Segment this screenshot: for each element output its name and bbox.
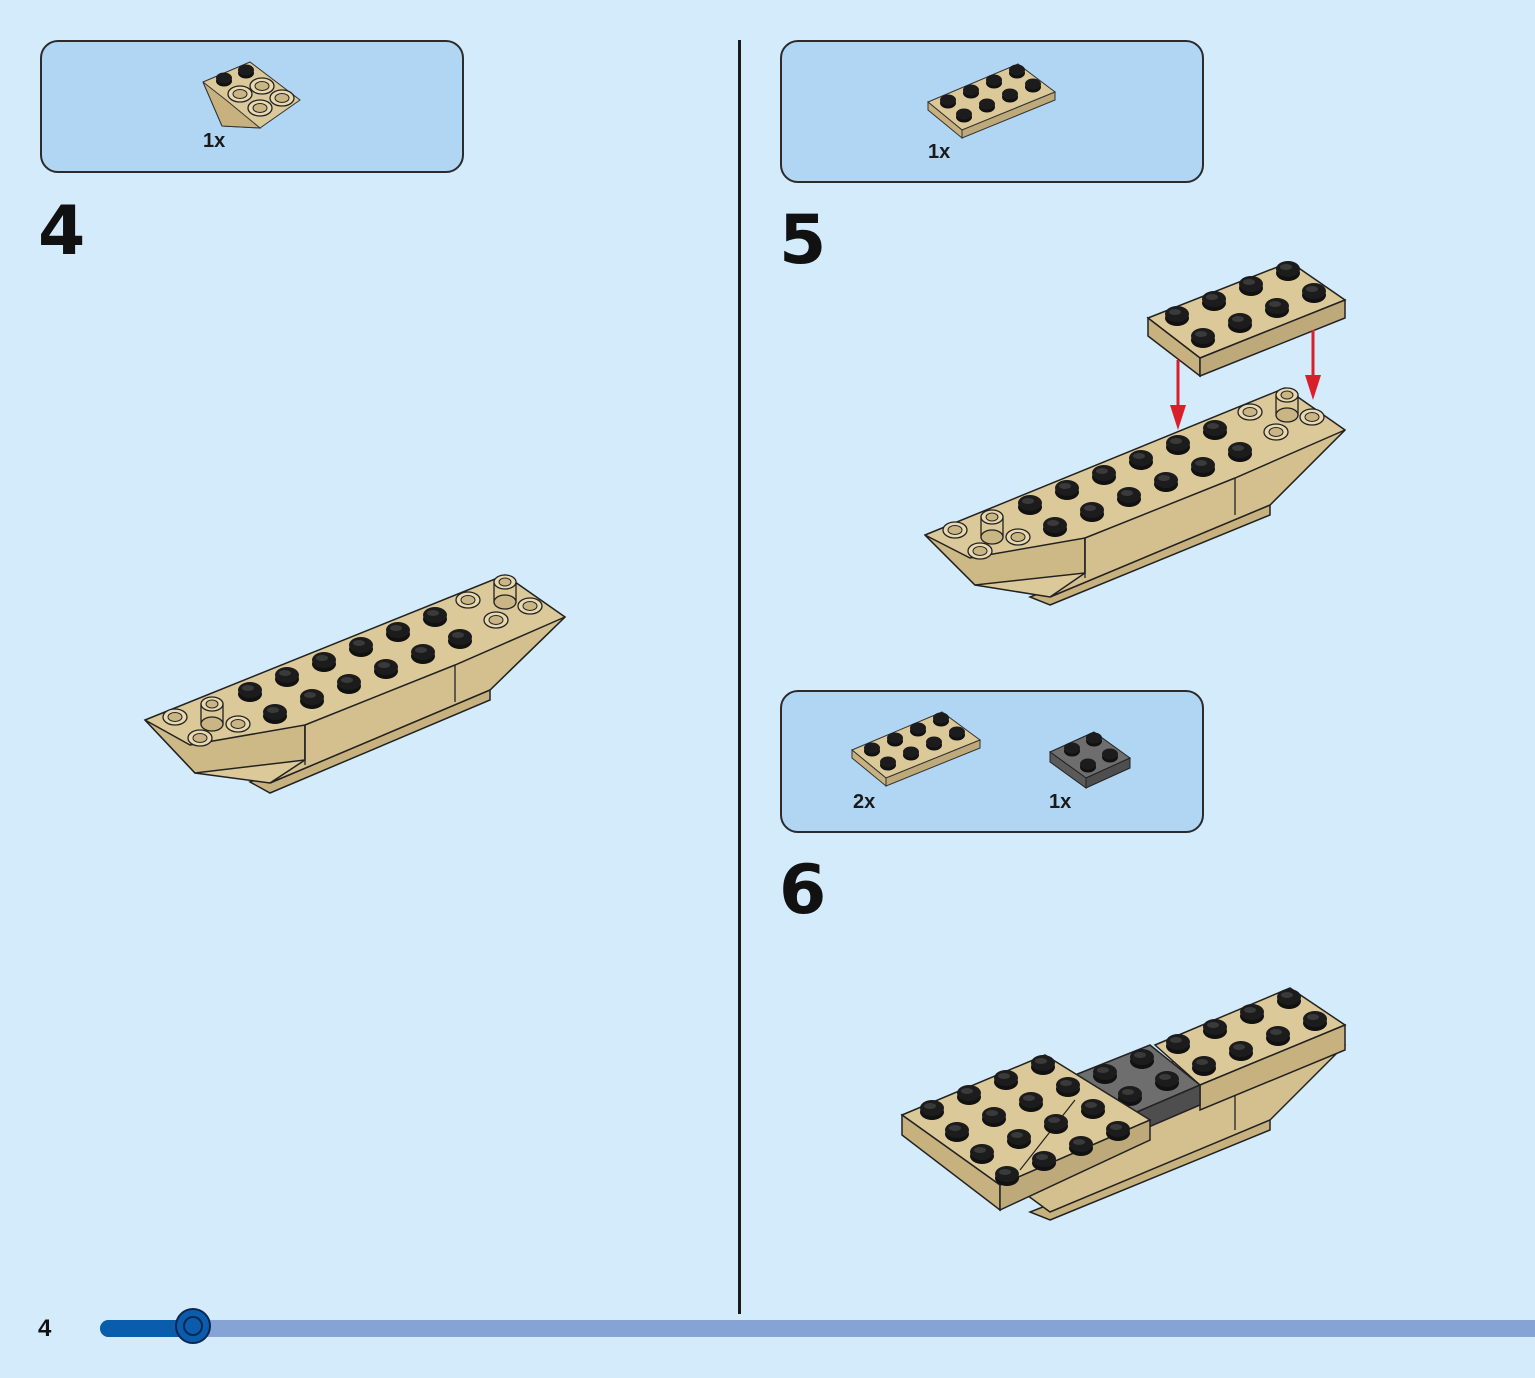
step-4-number: 4 — [38, 192, 86, 271]
step-5-parts-callout — [780, 40, 1204, 183]
step-6-parts-callout — [780, 690, 1204, 833]
step-5-part-1-qty: 1x — [928, 141, 951, 163]
step-6-assembly — [900, 987, 1347, 1221]
step-5-part-plate-2x4 — [927, 63, 1057, 140]
step-6-part-plate-2x4 — [851, 711, 982, 788]
step-6-part-2-qty: 1x — [1049, 791, 1072, 813]
step-6-part-1-qty: 2x — [853, 791, 876, 813]
page-number: 4 — [38, 1315, 52, 1342]
progress-fill — [100, 1320, 194, 1337]
step-6-number: 6 — [779, 851, 827, 930]
step-4-assembly — [143, 574, 567, 794]
step-6-part-plate-2x2 — [1049, 731, 1131, 789]
column-divider — [738, 40, 741, 1314]
step-5-assembly — [923, 261, 1347, 606]
step-5-number: 5 — [779, 201, 827, 280]
progress-track — [100, 1320, 1535, 1337]
progress-indicator — [175, 1308, 212, 1344]
step-4-part-inverted-slope — [202, 61, 301, 129]
step-4-part-1-qty: 1x — [203, 130, 226, 152]
